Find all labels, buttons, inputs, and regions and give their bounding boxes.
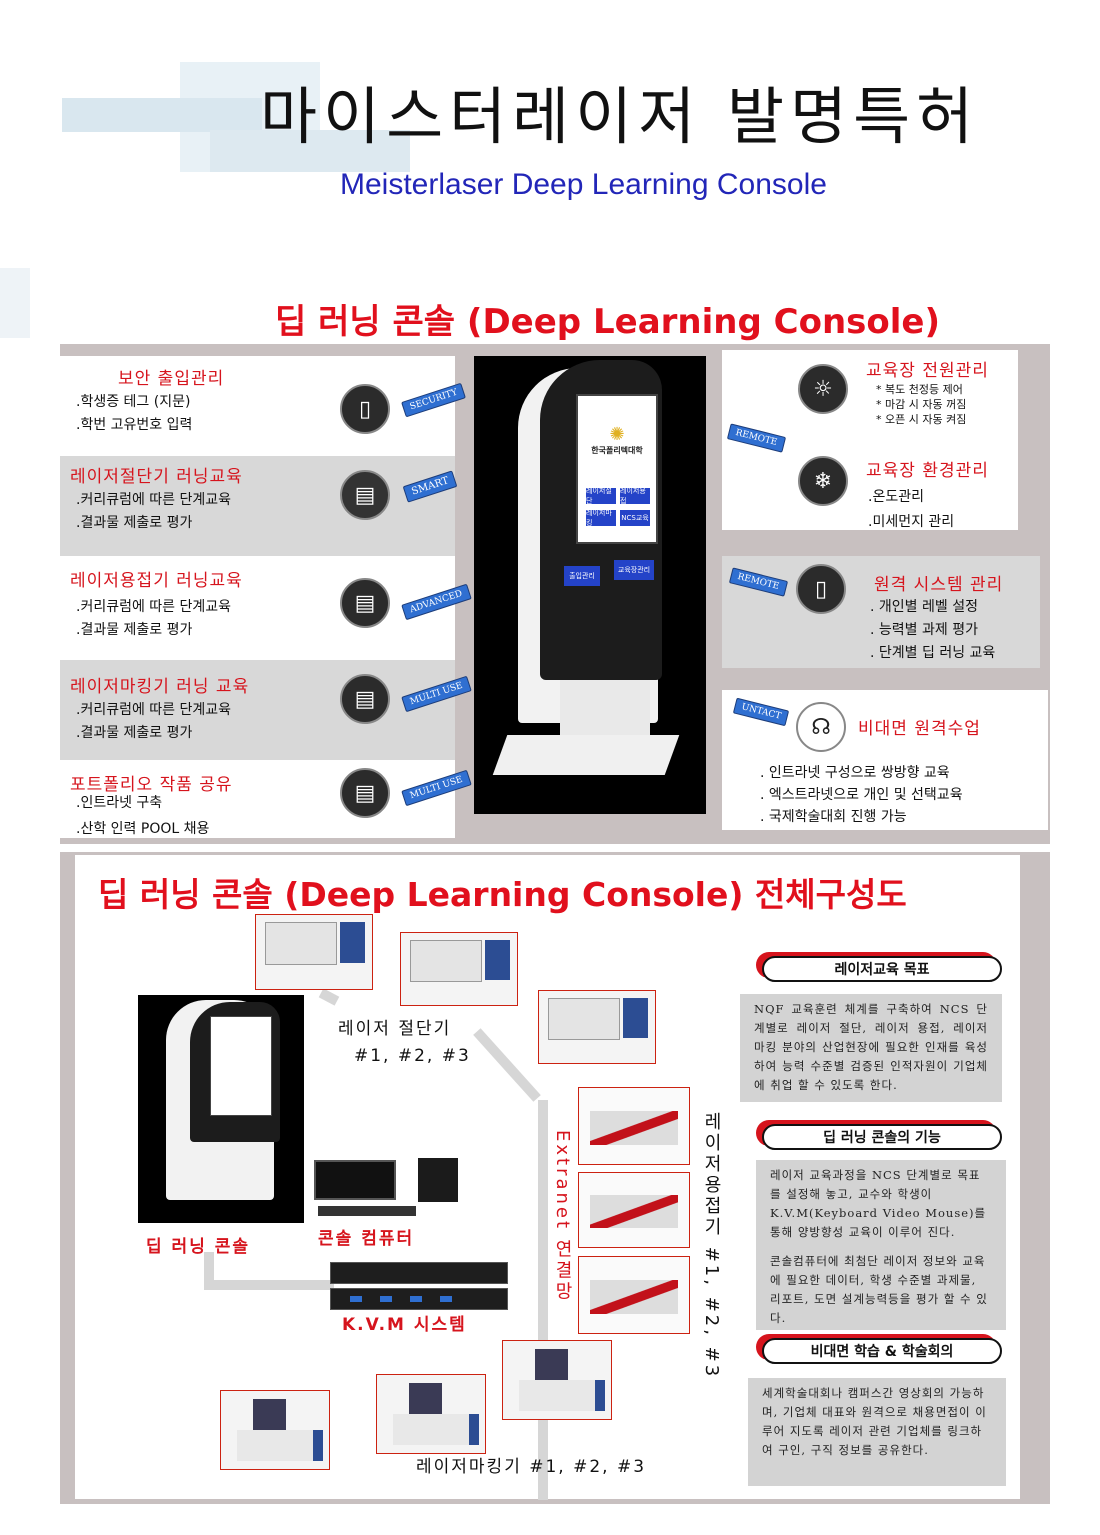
headset-icon: ☊ [796,702,846,752]
laser-marker-image [376,1374,486,1454]
door-icon: ▯ [340,384,390,434]
feature-line: .학생증 테그 (지문) [76,394,191,410]
lightbulb-icon: ☼ [798,364,848,414]
box-function: 레이저 교육과정을 NCS 단계별로 목표를 설정해 놓고, 교수와 학생이 K… [756,1160,1006,1330]
feature-title-cutter: 레이저절단기 러닝교육 [70,467,243,487]
feature-line: . 단계별 딥 러닝 교육 [870,645,996,661]
box-text-untact: 세계학술대회나 캠퍼스간 영상회의 가능하며, 기업체 대표와 원격으로 채용면… [748,1378,1006,1486]
laser-marker-image [220,1390,330,1470]
usb-port-icon [440,1296,452,1302]
section2-title: 딥 러닝 콘솔 (Deep Learning Console) 전체구성도 [98,875,907,914]
feature-line: .결과물 제출로 평가 [76,622,193,638]
laser-marker-image [502,1340,612,1420]
kiosk-classroom-button[interactable]: 교육장관리 [614,560,654,580]
feature-title-environment: 교육장 환경관리 [866,461,989,481]
kiosk-button[interactable]: 레이저마킹 [586,509,616,527]
box-head-goal: 레이저교육 목표 [762,956,1002,982]
feature-title-portfolio: 포트폴리오 작품 공유 [70,775,233,795]
feature-line: .커리큐럼에 따른 단계교육 [76,702,232,718]
feature-band [60,660,455,760]
kiosk-button[interactable]: 레이저절단 [586,487,616,505]
marker-label: 레이저마킹기 #1, #2, #3 [416,1457,647,1477]
pc-tower-image [418,1158,458,1202]
feature-line: . 엑스트라넷으로 개인 및 선택교육 [760,787,963,803]
feature-line: * 복도 천정등 제어 [876,383,963,396]
laser-welder-image [578,1256,690,1334]
laser-welder-image [578,1172,690,1248]
desk-icon: ▤ [340,674,390,724]
phone-icon: ▯ [796,564,846,614]
feature-title-security: 보안 출입관리 [118,369,225,389]
kvm-switch-image [330,1262,508,1284]
feature-line: .학번 고유번호 입력 [76,417,193,433]
feature-line: * 오픈 시 자동 켜짐 [876,413,967,426]
thermometer-icon: ❄ [798,456,848,506]
feature-line: .미세먼지 관리 [868,514,955,530]
kiosk-foot [492,735,680,775]
page-subtitle: Meisterlaser Deep Learning Console [340,168,827,201]
box-text-function: 레이저 교육과정을 NCS 단계별로 목표를 설정해 놓고, 교수와 학생이 K… [770,1168,987,1239]
side-decoration [0,268,30,338]
laser-welder-image [578,1087,690,1165]
feature-line: . 능력별 과제 평가 [870,622,978,638]
usb-port-icon [350,1296,362,1302]
feature-band [60,456,455,556]
laser-cutter-image [255,914,373,990]
page-title: 마이스터레이저 발명특허 [260,80,980,153]
kiosk-screen: ✺ 한국폴리텍대학 레이저절단 레이저용접 레이저마킹 NCS교육 [576,394,658,544]
feature-line: .커리큐럼에 따른 단계교육 [76,492,232,508]
cutter-label: 레이저 절단기 [338,1019,452,1039]
extranet-label: Extranet 연결망 [552,1130,573,1303]
feature-line: .결과물 제출로 평가 [76,725,193,741]
console-pc-label: 콘솔 컴퓨터 [318,1229,415,1249]
feature-line: . 국제학술대회 진행 가능 [760,809,907,825]
feature-title-power: 교육장 전원관리 [866,361,989,381]
feature-band [722,556,1040,668]
header-decoration [62,98,262,132]
welder-label: 레이저용접기 #1, #2, #3 [701,1112,722,1380]
usb-port-icon [410,1296,422,1302]
console-label: 딥 러닝 콘솔 [146,1237,251,1257]
laser-cutter-image [400,932,518,1006]
feature-title-untact: 비대면 원격수업 [858,719,981,739]
box-text-function-2: 콘솔컴퓨터에 최첨단 레이저 정보와 교육에 필요한 데이터, 학생 수준별 과… [770,1254,988,1325]
laser-cutter-image [538,990,656,1064]
kiosk-access-button[interactable]: 출입관리 [564,566,600,586]
feature-line: .온도관리 [868,489,924,505]
logo-icon: ✺ [609,424,625,445]
cutter-number-label: #1, #2, #3 [354,1046,471,1066]
desk-icon: ▤ [340,768,390,818]
box-text-goal: NQF 교육훈련 체계를 구축하여 NCS 단계별로 레이저 절단, 레이저 용… [740,994,1002,1102]
connector-line [204,1280,334,1290]
feature-line: .인트라넷 구축 [76,795,163,811]
box-head-untact: 비대면 학습 & 학술회의 [762,1338,1002,1364]
feature-line: .결과물 제출로 평가 [76,515,193,531]
feature-title-remote-system: 원격 시스템 관리 [874,575,1004,595]
kiosk-button[interactable]: 레이저용접 [620,487,650,505]
connector-line [538,1100,548,1500]
desk-icon: ▤ [340,578,390,628]
monitor-image [314,1160,396,1200]
kiosk-button[interactable]: NCS교육 [620,510,650,526]
feature-line: .산학 인력 POOL 채용 [76,821,210,837]
keyboard-image [318,1206,416,1216]
feature-line: . 인트라넷 구성으로 쌍방향 교육 [760,765,950,781]
feature-line: * 마감 시 자동 꺼짐 [876,398,967,411]
university-name: 한국폴리텍대학 [591,446,643,455]
desk-icon: ▤ [340,470,390,520]
feature-title-marker: 레이저마킹기 러닝 교육 [70,677,250,697]
feature-line: . 개인별 레벨 설정 [870,599,978,615]
feature-title-welder: 레이저용접기 러닝교육 [70,571,243,591]
console-screen [210,1016,272,1116]
section1-title: 딥 러닝 콘솔 (Deep Learning Console) [275,302,941,342]
usb-port-icon [380,1296,392,1302]
box-head-function: 딥 러닝 콘솔의 기능 [762,1124,1002,1150]
kvm-label: K.V.M 시스템 [342,1315,467,1335]
feature-line: .커리큐럼에 따른 단계교육 [76,599,232,615]
connector-line [204,1252,214,1288]
header-decoration [210,130,410,172]
